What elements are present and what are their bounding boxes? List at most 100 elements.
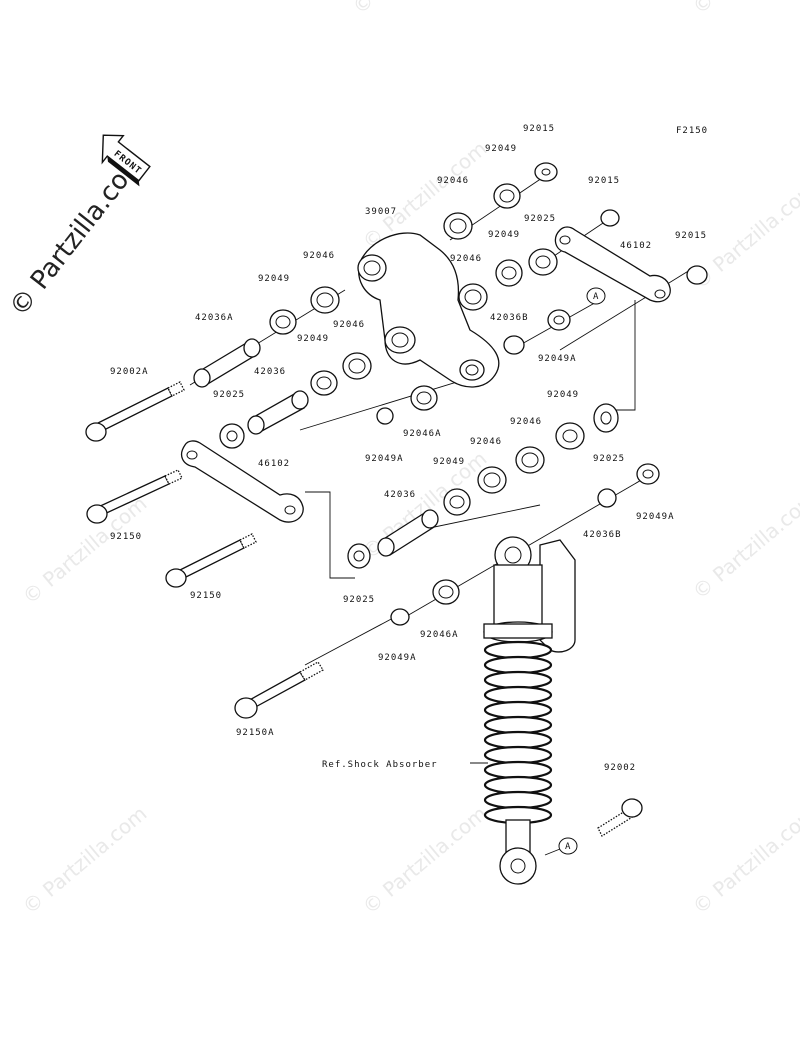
label-92049A-low: 92049A (378, 653, 417, 663)
bearing-92046-l2 (342, 352, 372, 380)
link-46102-lower (181, 440, 304, 523)
label-92150-a: 92150 (110, 532, 142, 542)
seal-92049A-left (376, 407, 394, 425)
spring-coil (483, 775, 553, 795)
watermark: © Partzilla.com (348, 0, 482, 19)
label-39007: 39007 (365, 207, 397, 217)
nut-92015-top (534, 162, 558, 182)
label-92025-top: 92025 (524, 214, 556, 224)
collar-42036B-right (597, 488, 617, 508)
spring-coil (483, 745, 553, 765)
label-92002A: 92002A (110, 367, 149, 377)
label-46102-low: 46102 (258, 459, 290, 469)
label-92046-center2: 92046 (470, 437, 502, 447)
label-42036A: 42036A (195, 313, 234, 323)
label-92015-top: 92015 (523, 124, 555, 134)
seal-92049-l2 (310, 370, 338, 396)
spring-coil (483, 700, 553, 720)
bolt-92150-b (165, 533, 257, 588)
bearing-92046A-mid (410, 385, 438, 411)
seal-92049A-low (390, 608, 410, 626)
rocker-arm-39007 (357, 232, 500, 388)
washer-92025-left (219, 423, 245, 449)
callout-a-top: A (586, 287, 606, 305)
small-parts: A (193, 162, 708, 626)
link-46102-upper (554, 226, 671, 303)
seal-92049-top (493, 183, 521, 209)
front-arrow-icon: FRONT (101, 134, 151, 187)
watermark: © Partzilla.com (358, 801, 492, 919)
label-46102-top: 46102 (620, 241, 652, 251)
label-92015-mid: 92015 (588, 176, 620, 186)
watermark: © Partzilla.com (358, 136, 492, 254)
washer-92025-right (593, 403, 619, 433)
label-92049-right: 92049 (547, 390, 579, 400)
watermark: © Partzilla.com (18, 801, 152, 919)
spring-coil (483, 760, 553, 780)
label-92049-top: 92049 (485, 144, 517, 154)
collar-42036A (193, 338, 261, 388)
label-92025-right: 92025 (593, 454, 625, 464)
callout-a-bottom: A (558, 837, 578, 855)
bolt-92002A (85, 381, 185, 442)
label-92025-low: 92025 (343, 595, 375, 605)
watermark: © Partzilla.com (18, 491, 152, 609)
spring-coil (483, 790, 553, 810)
bearing-92046-center2 (477, 466, 507, 494)
part-labels: 92015 92049 92046 39007 92015 92015 4610… (110, 124, 706, 773)
watermark: © Partzilla.com (688, 486, 800, 604)
seal-92049-mid (495, 259, 523, 287)
washer-92025-low (347, 543, 371, 569)
label-92049-mid: 92049 (488, 230, 520, 240)
watermark: © Partzilla.com (688, 801, 800, 919)
nut-92015-right (686, 265, 708, 285)
bearing-92046-left (310, 286, 340, 314)
bearing-92046A-low (432, 579, 460, 605)
label-42036B: 42036B (490, 313, 529, 323)
spring-coil (483, 730, 553, 750)
label-92150-b: 92150 (190, 591, 222, 601)
collar-42036-left (247, 390, 309, 435)
seal-92049A-top (547, 309, 571, 331)
label-92049A-mid: 92049A (538, 354, 577, 364)
label-92046-top: 92046 (437, 176, 469, 186)
label-42036-center: 42036 (384, 490, 416, 500)
label-92049-left: 92049 (258, 274, 290, 284)
callout-letter: A (565, 842, 571, 852)
callout-letter: A (593, 292, 599, 302)
collar-42036-center (377, 509, 439, 557)
label-92046A-mid: 92046A (403, 429, 442, 439)
seal-92049-right (555, 422, 585, 450)
label-92046-l2: 92046 (333, 320, 365, 330)
shock-absorber: Ref.Shock Absorber (322, 536, 576, 885)
label-92046-center: 92046 (510, 417, 542, 427)
bolt-92150-a (86, 469, 183, 524)
spring-coil (483, 715, 553, 735)
collar-42036B (503, 335, 525, 355)
label-92049-l2: 92049 (297, 334, 329, 344)
spring-coil (483, 685, 553, 705)
bolt-92150A (234, 661, 324, 719)
label-42036B-right: 42036B (583, 530, 622, 540)
seal-92049A-right (636, 463, 660, 485)
bearing-92046-center (515, 446, 545, 474)
label-92002: 92002 (604, 763, 636, 773)
ref-shock-label: Ref.Shock Absorber (322, 760, 438, 770)
label-92150A: 92150A (236, 728, 275, 738)
label-92049A-left: 92049A (365, 454, 404, 464)
nut-92015-mid (600, 209, 620, 227)
label-92049A-right: 92049A (636, 512, 675, 522)
bolts: A (85, 381, 643, 855)
label-92049-center: 92049 (433, 457, 465, 467)
seal-92049-left (269, 309, 297, 335)
label-42036-left: 42036 (254, 367, 286, 377)
seal-92049-center (443, 488, 471, 516)
figure-code: F2150 (676, 126, 708, 136)
label-92025-left: 92025 (213, 390, 245, 400)
spring-coil (483, 640, 553, 660)
spring-coil (483, 655, 553, 675)
watermark: © Partzilla.com (688, 0, 800, 19)
bearing-92046-mid (458, 283, 488, 311)
bolt-92002 (597, 798, 643, 837)
